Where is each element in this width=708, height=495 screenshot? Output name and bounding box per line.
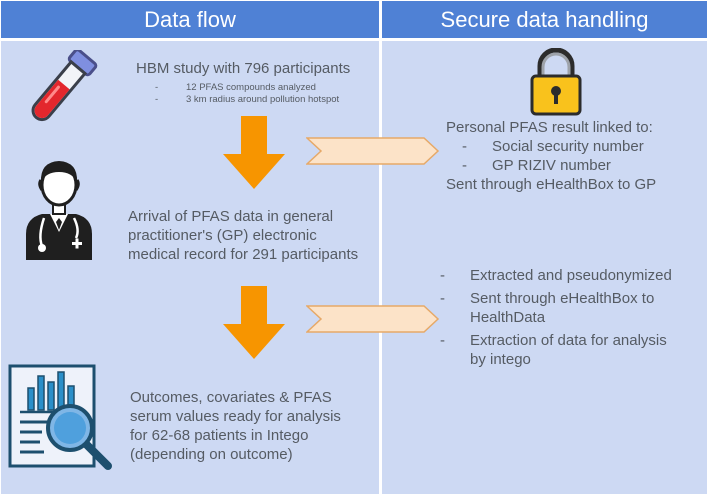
step3-line-4: (depending on outcome) xyxy=(130,446,293,463)
report-search-icon xyxy=(8,364,112,470)
step1-bullet-dash: - xyxy=(155,82,159,93)
step2-line-2: practitioner's (GP) electronic xyxy=(128,227,317,244)
header-data-flow-label: Data flow xyxy=(144,6,236,32)
step3-line-1: Outcomes, covariates & PFAS xyxy=(130,389,332,406)
secure-block2-bullet-3a: Extraction of data for analysis xyxy=(470,332,667,349)
secure-block1-footer: Sent through eHealthBox to GP xyxy=(446,176,657,193)
header-secure-label: Secure data handling xyxy=(440,6,649,32)
secure-block1-bullet-1: Social security number xyxy=(492,138,644,155)
step1-title: HBM study with 796 participants xyxy=(136,60,351,77)
secure-bullet-dash: - xyxy=(440,290,445,307)
header-data-flow: Data flow xyxy=(1,1,379,38)
test-tube-icon xyxy=(31,50,98,122)
step3-line-2: serum values ready for analysis xyxy=(130,408,341,425)
doctor-icon xyxy=(26,161,92,260)
lock-icon xyxy=(530,48,582,116)
secure-block2-bullet-2b: HealthData xyxy=(470,309,546,326)
secure-bullet-dash: - xyxy=(440,332,445,349)
secure-block2-bullet-2a: Sent through eHealthBox to xyxy=(470,290,655,307)
chevron-2 xyxy=(306,305,440,333)
secure-block1-title: Personal PFAS result linked to: xyxy=(446,119,653,136)
secure-block2-bullet-1: Extracted and pseudonymized xyxy=(470,267,672,284)
step3-line-3: for 62-68 patients in Intego xyxy=(130,427,309,444)
flow-arrow-1 xyxy=(223,116,285,189)
step2-line-3: medical record for 291 participants xyxy=(128,246,359,263)
secure-block1-bullet-2: GP RIZIV number xyxy=(492,157,611,174)
secure-bullet-dash: - xyxy=(462,138,467,155)
step1-bullet-2: 3 km radius around pollution hotspot xyxy=(186,94,340,105)
secure-block2-bullet-3b: by intego xyxy=(470,351,531,368)
flow-arrow-2 xyxy=(223,286,285,359)
step1-bullet-1: 12 PFAS compounds analyzed xyxy=(186,82,316,93)
secure-bullet-dash: - xyxy=(462,157,467,174)
secure-bullet-dash: - xyxy=(440,267,445,284)
header-secure-data-handling: Secure data handling xyxy=(382,1,707,38)
step1-bullet-dash: - xyxy=(155,94,159,105)
secure-handling-panel xyxy=(382,41,707,494)
chevron-1 xyxy=(306,137,440,165)
step2-line-1: Arrival of PFAS data in general xyxy=(128,208,334,225)
